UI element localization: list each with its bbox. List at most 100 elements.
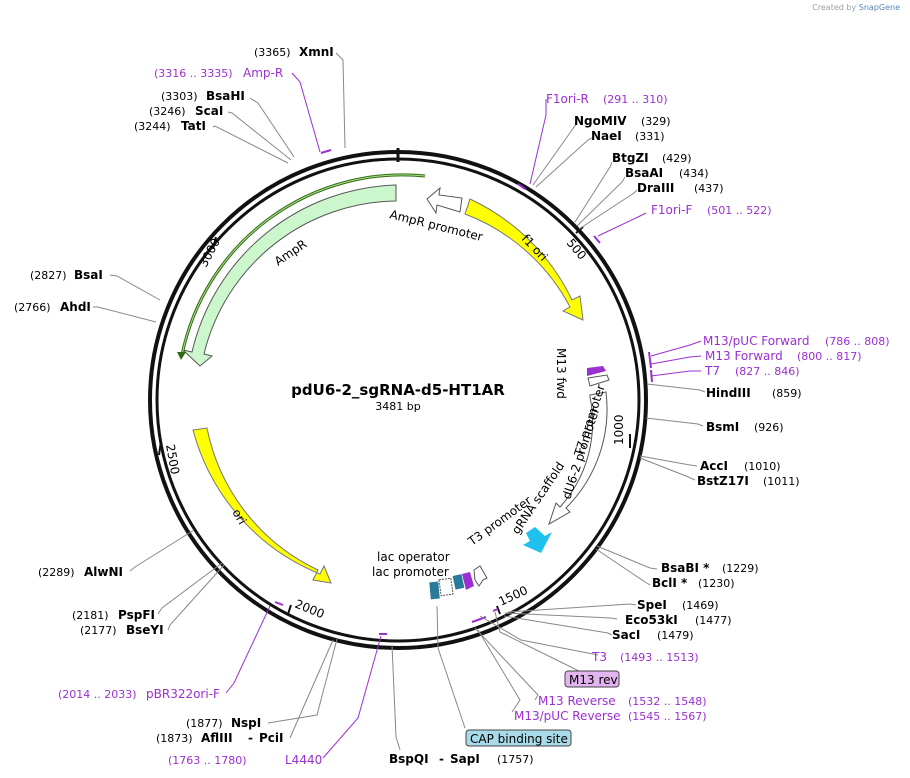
enzyme-name-bsahi[interactable]: BsaHI xyxy=(206,89,245,103)
enzyme-name-bseyi[interactable]: BseYI xyxy=(126,623,164,637)
cap-binding-site-label[interactable]: CAP binding site xyxy=(470,732,568,746)
m13-rev-arrow xyxy=(462,572,474,590)
primer-name-f1ori-r[interactable]: F1ori-R xyxy=(546,92,589,106)
primer-pos-l4440: (1763 .. 1780) xyxy=(168,754,247,767)
primer-name-l4440[interactable]: L4440 xyxy=(285,753,322,767)
primer-pos-m13-puc-forward: (786 .. 808) xyxy=(825,335,890,348)
enzyme-name-saci[interactable]: SacI xyxy=(612,628,640,642)
lac-promoter-block xyxy=(429,581,440,600)
primer-mark-m13-forward xyxy=(648,351,652,369)
enzyme-name-eco53ki[interactable]: Eco53kI xyxy=(625,613,678,627)
enzyme-name-acci[interactable]: AccI xyxy=(700,459,728,473)
enzyme-pos-spei: (1469) xyxy=(682,599,719,612)
enzyme-name-xmni[interactable]: XmnI xyxy=(299,45,334,59)
primer-name-m13-reverse[interactable]: M13 Reverse xyxy=(538,694,616,708)
enzyme-pos-eco53ki: (1477) xyxy=(695,614,732,627)
primer-name-f1ori-f[interactable]: F1ori-F xyxy=(651,203,692,217)
primer-mark-pbr322ori xyxy=(274,601,284,606)
tick-2000-mark xyxy=(287,604,292,615)
enzyme-name-tati[interactable]: TatI xyxy=(181,119,206,133)
du6-promoter-arrow xyxy=(548,391,608,526)
enzyme-name-draiii[interactable]: DraIII xyxy=(637,181,674,195)
primer-pos-t7: (827 .. 846) xyxy=(735,365,800,378)
enzyme-name-bstz17i[interactable]: BstZ17I xyxy=(697,474,749,488)
enzyme-pos-bseyi: (2177) xyxy=(80,624,117,637)
primer-name-pbr322ori-f[interactable]: pBR322ori-F xyxy=(146,687,220,701)
t7-promoter-arrow xyxy=(587,374,610,387)
enzyme-name-scai[interactable]: ScaI xyxy=(195,104,223,118)
tick-1500-mark xyxy=(496,605,501,615)
credit-prefix: Created by xyxy=(812,3,857,12)
enzyme-pos-btgzi: (429) xyxy=(662,152,692,165)
f1-ori-arrow xyxy=(464,198,584,321)
ori-label: ori xyxy=(229,507,249,528)
m13-rev-box-label[interactable]: M13 rev xyxy=(569,673,618,687)
enzyme-name-bsai[interactable]: BsaI xyxy=(74,268,103,282)
enzyme-name-pcii[interactable]: PciI xyxy=(259,731,284,745)
enzyme-name-sapi[interactable]: SapI xyxy=(450,752,480,766)
enzyme-name-nspi[interactable]: NspI xyxy=(231,716,261,730)
primer-name-m13-puc-reverse[interactable]: M13/pUC Reverse xyxy=(514,709,621,723)
enzyme-label-group: (3365) XmnI (3303) BsaHI (3246) ScaI (32… xyxy=(14,45,802,766)
snapgene-credit: Created by SnapGene xyxy=(812,3,900,12)
enzyme-pos-draiii: (437) xyxy=(694,182,724,195)
afliii-separator: - xyxy=(248,731,253,745)
ampr-primer-highlight xyxy=(181,174,426,356)
primer-name-m13-forward[interactable]: M13 Forward xyxy=(705,349,783,363)
enzyme-name-bsmi[interactable]: BsmI xyxy=(706,420,739,434)
enzyme-name-ngomiv[interactable]: NgoMIV xyxy=(574,114,627,128)
plasmid-name: pdU6-2_sgRNA-d5-HT1AR xyxy=(291,381,505,399)
enzyme-name-naei[interactable]: NaeI xyxy=(591,129,622,143)
enzyme-name-bspqi[interactable]: BspQI xyxy=(389,752,429,766)
enzyme-name-bcli[interactable]: BclI * xyxy=(652,576,688,590)
primer-pos-f1ori-r: (291 .. 310) xyxy=(603,93,668,106)
enzyme-pos-bsai: (2827) xyxy=(30,269,67,282)
enzyme-pos-bsabi: (1229) xyxy=(722,562,759,575)
enzyme-pos-naei: (331) xyxy=(635,130,665,143)
plasmid-size: 3481 bp xyxy=(375,400,420,413)
primer-mark-m13-reverse xyxy=(492,608,499,612)
m13-rev-box xyxy=(564,670,620,688)
enzyme-pos-scai: (3246) xyxy=(149,105,186,118)
enzyme-pos-bsaai: (434) xyxy=(679,167,709,180)
tick-3000-mark xyxy=(212,236,217,250)
enzyme-pos-ahdi: (2766) xyxy=(14,301,51,314)
enzyme-pos-tati: (3244) xyxy=(134,120,171,133)
enzyme-name-hindiii[interactable]: HindIII xyxy=(706,386,751,400)
primer-mark-ampr xyxy=(320,149,332,154)
lac-operator-block xyxy=(438,577,454,597)
enzyme-pos-pspfi: (2181) xyxy=(72,609,109,622)
enzyme-name-btgzi[interactable]: BtgZI xyxy=(612,151,649,165)
grna-scaffold-arrow xyxy=(523,527,552,553)
ampr-promoter-arrow xyxy=(426,186,463,215)
enzyme-pos-afliii: (1873) xyxy=(156,732,193,745)
enzyme-name-bsaai[interactable]: BsaAI xyxy=(625,166,663,180)
primer-name-ampr[interactable]: Amp-R xyxy=(243,66,283,80)
enzyme-pos-bsahi: (3303) xyxy=(161,90,198,103)
primer-pos-t3: (1493 .. 1513) xyxy=(620,651,699,664)
enzyme-name-ahdi[interactable]: AhdI xyxy=(60,300,91,314)
enzyme-pos-bcli: (1230) xyxy=(698,577,735,590)
enzyme-leader-lines xyxy=(93,52,706,751)
m13-fwd-arrow xyxy=(587,366,606,376)
enzyme-name-spei[interactable]: SpeI xyxy=(637,598,667,612)
enzyme-name-afliii[interactable]: AflIII xyxy=(201,731,233,745)
ampr-feature-arrow xyxy=(181,184,397,367)
enzyme-name-alwni[interactable]: AlwNI xyxy=(84,565,123,579)
primer-name-t3[interactable]: T3 xyxy=(591,650,607,664)
enzyme-pos-ngomiv: (329) xyxy=(641,115,671,128)
lac-operator-label: lac operator xyxy=(377,550,450,564)
m13-fwd-label: M13 fwd xyxy=(554,348,568,399)
primer-name-t7[interactable]: T7 xyxy=(704,364,720,378)
enzyme-pos-bstz17i: (1011) xyxy=(763,475,800,488)
primer-pos-ampr: (3316 .. 3335) xyxy=(154,67,233,80)
enzyme-pos-sapi: (1757) xyxy=(497,753,534,766)
enzyme-name-bsabi[interactable]: BsaBI * xyxy=(661,561,710,575)
tick-500-mark xyxy=(575,226,584,234)
snapgene-logo-text: SnapGene xyxy=(858,3,900,12)
primer-pos-pbr322ori-f: (2014 .. 2033) xyxy=(58,688,137,701)
primer-name-m13-puc-forward[interactable]: M13/pUC Forward xyxy=(703,334,810,348)
bspqi-separator: - xyxy=(439,752,444,766)
enzyme-name-pspfi[interactable]: PspFI xyxy=(118,608,155,622)
